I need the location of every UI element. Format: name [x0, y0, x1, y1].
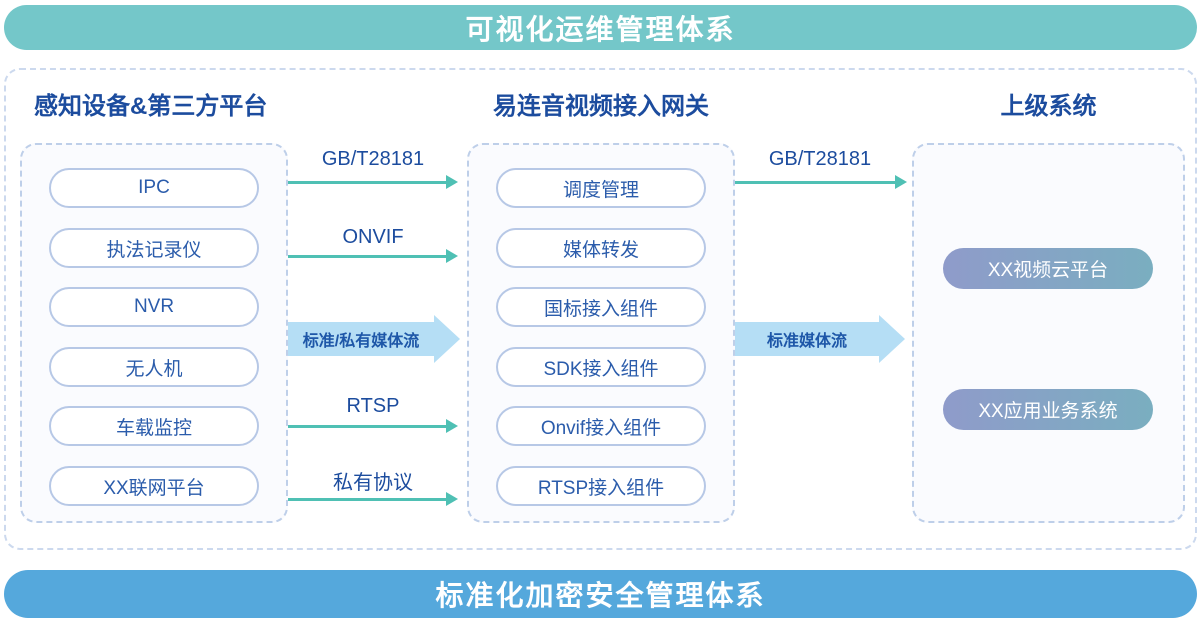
upper-group-box	[912, 143, 1185, 523]
pill-gb-access-component: 国标接入组件	[496, 287, 706, 327]
arrow-onvif-icon	[288, 249, 458, 263]
thick-arrow-standard-media-stream-icon: 标准媒体流	[735, 322, 879, 356]
label-standard-media-stream: 标准媒体流	[766, 333, 847, 350]
pill-xx-application-system: XX应用业务系统	[943, 389, 1153, 430]
pill-media-forwarding: 媒体转发	[496, 228, 706, 268]
pill-rtsp-access-component: RTSP接入组件	[496, 466, 706, 506]
pill-law-enforcement-recorder: 执法记录仪	[49, 228, 259, 268]
pill-vehicle-monitor: 车载监控	[49, 406, 259, 446]
label-standard-private-media-stream: 标准/私有媒体流	[302, 333, 420, 350]
arrow-gbt28181-left-icon	[288, 175, 458, 189]
pill-drone: 无人机	[49, 347, 259, 387]
top-banner: 可视化运维管理体系	[4, 5, 1197, 50]
upper-column-title: 上级系统	[1000, 93, 1097, 120]
gateway-column-title: 易连音视频接入网关	[493, 93, 709, 120]
pill-nvr: NVR	[49, 287, 259, 327]
bottom-banner: 标准化加密安全管理体系	[4, 570, 1197, 618]
arrow-gbt28181-right-icon	[735, 175, 907, 189]
pill-xx-video-cloud-platform: XX视频云平台	[943, 248, 1153, 289]
pill-onvif-access-component: Onvif接入组件	[496, 406, 706, 446]
pill-xx-network-platform: XX联网平台	[49, 466, 259, 506]
label-onvif: ONVIF	[342, 226, 404, 248]
label-rtsp: RTSP	[346, 395, 400, 417]
arrow-private-protocol-icon	[288, 492, 458, 506]
pill-dispatch-management: 调度管理	[496, 168, 706, 208]
pill-sdk-access-component: SDK接入组件	[496, 347, 706, 387]
label-private-protocol: 私有协议	[333, 472, 413, 494]
top-banner-label: 可视化运维管理体系	[465, 13, 736, 45]
arrow-rtsp-icon	[288, 419, 458, 433]
bottom-banner-label: 标准化加密安全管理体系	[435, 580, 766, 611]
thick-arrow-standard-private-media-stream-icon: 标准/私有媒体流	[288, 322, 434, 356]
label-gbt28181-left: GB/T28181	[321, 148, 425, 170]
label-gbt28181-right: GB/T28181	[768, 148, 872, 170]
devices-column-title: 感知设备&第三方平台	[34, 93, 268, 120]
pill-ipc: IPC	[49, 168, 259, 208]
